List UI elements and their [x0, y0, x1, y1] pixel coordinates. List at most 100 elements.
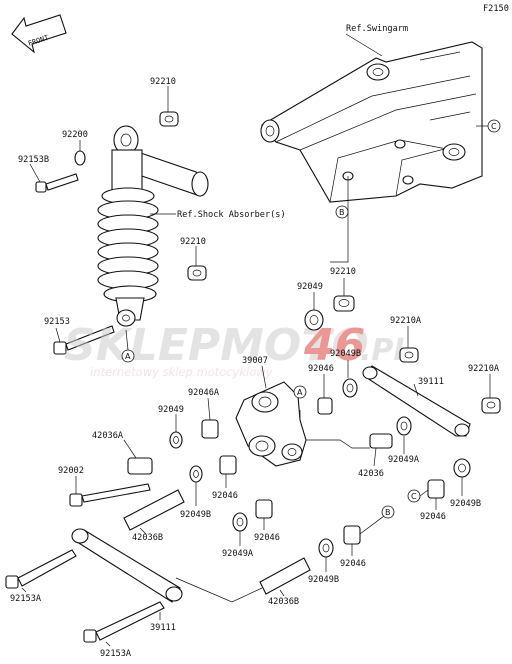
collar-92046-low — [255, 499, 273, 519]
leader-swingarm — [345, 33, 383, 57]
collar-92046-bottom — [343, 525, 361, 545]
nut-92210-top — [159, 111, 179, 127]
leader-39111-top — [413, 383, 419, 397]
marker-c-swingarm: C — [487, 119, 501, 133]
label-92046-top: 92046 — [308, 364, 334, 374]
label-92200: 92200 — [62, 130, 88, 140]
label-92046-bottom: 92046 — [340, 559, 366, 569]
svg-text:A: A — [125, 352, 131, 361]
label-39111-bottom: 39111 — [150, 623, 176, 633]
svg-text:B: B — [339, 208, 345, 217]
bolt-92153A-left — [5, 549, 77, 589]
nut-92210-mid — [187, 265, 207, 281]
leader-92153A-bottom — [105, 641, 111, 647]
label-92153: 92153 — [44, 317, 70, 327]
leader-bottom-route — [175, 577, 263, 603]
nut-92210A-right — [481, 397, 501, 414]
label-92049B-top: 92049B — [330, 349, 361, 359]
label-92210-link: 92210 — [330, 267, 356, 277]
marker-c-link: C — [407, 489, 421, 503]
leader-a-shock — [125, 329, 129, 351]
nut-92210-link — [333, 295, 355, 312]
leader-92153 — [55, 327, 61, 343]
bolt-92002 — [69, 483, 151, 507]
leader-92153A-left — [21, 587, 27, 593]
washer-92049B-top — [342, 378, 358, 398]
leader-42036-mid — [373, 447, 377, 467]
figure-code: F2150 — [483, 4, 509, 14]
label-92210-top: 92210 — [150, 77, 176, 87]
ref-swingarm: Ref.Swingarm — [346, 24, 408, 34]
washer-92049B-right — [453, 458, 471, 478]
washer-92049B-bottom — [318, 538, 334, 558]
svg-text:C: C — [411, 492, 417, 501]
sleeve-42036A — [127, 457, 153, 475]
label-92210-mid: 92210 — [180, 237, 206, 247]
swingarm-drawing — [260, 41, 483, 203]
leader-to-b — [359, 515, 385, 535]
label-92049A-low: 92049A — [222, 549, 254, 559]
label-92049B-mid: 92049B — [180, 510, 211, 520]
marker-b-link: B — [381, 505, 395, 519]
leader-42036B-mid — [139, 527, 147, 535]
bolt-92153A-bottom — [83, 601, 165, 643]
link-39111-top — [362, 365, 471, 437]
link-39111-bottom — [71, 528, 183, 603]
label-92046A: 92046A — [188, 388, 220, 398]
leader-92046A — [207, 397, 211, 421]
rocker-arm-39007 — [235, 381, 307, 467]
label-92153A-bottom: 92153A — [100, 649, 132, 659]
bolt-92153B — [35, 173, 79, 193]
label-92210A-right: 92210A — [468, 364, 500, 374]
leader-42036A — [123, 439, 137, 459]
ref-shock-absorber: Ref.Shock Absorber(s) — [177, 210, 286, 220]
label-92049A-right: 92049A — [388, 455, 420, 465]
leader-swingarm-link — [330, 176, 349, 263]
label-92049-mid: 92049 — [158, 405, 184, 415]
svg-text:B: B — [385, 508, 391, 517]
label-92210A-top: 92210A — [390, 316, 422, 326]
washer-92049A-right — [396, 416, 412, 436]
sleeve-42036B-mid — [123, 489, 185, 531]
sleeve-42036-mid — [369, 433, 393, 449]
watermark-tagline: internetowy sklep motocyklowy — [90, 365, 273, 379]
collar-92046-right — [427, 479, 445, 499]
leader-92153B — [29, 163, 41, 183]
label-42036B-mid: 42036B — [132, 533, 163, 543]
collar-92046-mid — [219, 455, 237, 475]
label-42036B-bottom: 42036B — [268, 597, 299, 607]
svg-text:C: C — [491, 122, 497, 131]
washer-92200 — [74, 150, 86, 166]
collar-92046A — [201, 419, 219, 439]
marker-b-swingarm: B — [335, 205, 349, 219]
leader-42036B-bottom — [279, 589, 285, 597]
label-42036A: 42036A — [92, 431, 124, 441]
label-92153A-left: 92153A — [10, 594, 42, 604]
svg-text:A: A — [297, 388, 303, 397]
leader-rocker-link — [306, 439, 370, 449]
label-92002: 92002 — [58, 466, 84, 476]
label-92046-mid: 92046 — [212, 491, 238, 501]
front-arrow-icon: FRONT — [11, 14, 67, 54]
collar-92046-top — [317, 397, 333, 415]
label-92049-top: 92049 — [297, 282, 323, 292]
washer-92049-mid — [169, 431, 183, 449]
label-92049B-bottom: 92049B — [308, 575, 339, 585]
label-42036-mid: 42036 — [358, 469, 384, 479]
washer-92049B-mid — [189, 465, 203, 483]
marker-a-rocker: A — [293, 385, 307, 399]
sleeve-42036B-bottom — [259, 557, 311, 595]
washer-92049-top — [304, 309, 324, 331]
label-92046-right: 92046 — [420, 512, 446, 522]
label-39007: 39007 — [242, 356, 268, 366]
washer-92049A-low — [232, 512, 248, 532]
label-92046-low: 92046 — [254, 533, 280, 543]
label-92049B-right: 92049B — [450, 499, 481, 509]
label-39111-top: 39111 — [418, 377, 444, 387]
shock-absorber-drawing — [97, 125, 209, 327]
leader-c-link — [419, 489, 429, 497]
marker-a-shock: A — [121, 349, 135, 363]
label-92153B: 92153B — [18, 155, 49, 165]
